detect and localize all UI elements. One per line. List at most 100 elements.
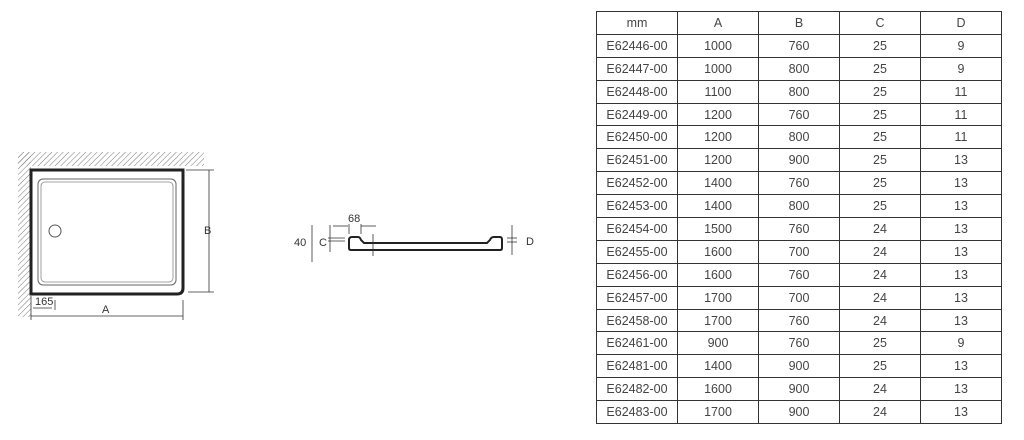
table-cell: 1500 xyxy=(677,217,759,241)
table-cell: B xyxy=(758,11,840,35)
table-cell: 1700 xyxy=(677,400,759,425)
label-165: 165 xyxy=(35,296,53,308)
table-cell: E62483-00 xyxy=(596,400,678,425)
dimension-b xyxy=(186,169,214,293)
wall-hatch-top xyxy=(18,152,204,166)
table-cell: C xyxy=(839,11,921,35)
dimension-a xyxy=(30,296,184,320)
table-cell: 1200 xyxy=(677,148,759,173)
table-cell: E62455-00 xyxy=(596,239,678,264)
table-cell: 25 xyxy=(839,56,921,81)
table-cell: E62446-00 xyxy=(596,33,678,58)
table-cell: 13 xyxy=(920,354,1002,379)
table-cell: E62452-00 xyxy=(596,171,678,196)
table-cell: 13 xyxy=(920,262,1002,287)
table-cell: 800 xyxy=(758,79,840,104)
table-cell: 800 xyxy=(758,194,840,219)
table-cell: 13 xyxy=(920,148,1002,173)
label-68: 68 xyxy=(348,213,360,225)
table-cell: E62456-00 xyxy=(596,262,678,287)
wall-hatch-left xyxy=(18,152,31,317)
table-cell: 13 xyxy=(920,308,1002,333)
table-cell: 1400 xyxy=(677,354,759,379)
table-cell: E62448-00 xyxy=(596,79,678,104)
table-cell: 25 xyxy=(839,79,921,104)
table-cell: 24 xyxy=(839,217,921,241)
table-cell: 700 xyxy=(758,239,840,264)
table-cell: E62449-00 xyxy=(596,102,678,127)
table-cell: 11 xyxy=(920,102,1002,127)
table-cell: E62481-00 xyxy=(596,354,678,379)
section-view: 40 C 68 D xyxy=(294,213,534,262)
table-cell: 1600 xyxy=(677,239,759,264)
table-cell: E62458-00 xyxy=(596,308,678,333)
table-cell: 900 xyxy=(758,148,840,173)
table-cell: E62457-00 xyxy=(596,285,678,310)
tray-outline xyxy=(29,168,185,296)
table-cell: 25 xyxy=(839,33,921,58)
table-cell: 9 xyxy=(920,33,1002,58)
table-cell: 25 xyxy=(839,125,921,150)
table-cell: 760 xyxy=(758,33,840,58)
table-cell: 25 xyxy=(839,354,921,379)
drain-icon xyxy=(48,224,62,238)
table-cell: 24 xyxy=(839,239,921,264)
table-cell: 1600 xyxy=(677,377,759,402)
table-cell: 800 xyxy=(758,56,840,81)
table-cell: 1700 xyxy=(677,308,759,333)
table-cell: 1000 xyxy=(677,33,759,58)
plan-view: B A 165 xyxy=(18,152,214,320)
table-cell: 25 xyxy=(839,171,921,196)
table-cell: E62447-00 xyxy=(596,56,678,81)
table-cell: 760 xyxy=(758,331,840,356)
table-cell: A xyxy=(677,11,759,35)
table-cell: 9 xyxy=(920,56,1002,81)
table-cell: E62461-00 xyxy=(596,331,678,356)
table-cell: E62451-00 xyxy=(596,148,678,173)
table-cell: 24 xyxy=(839,262,921,287)
table-cell: 25 xyxy=(839,331,921,356)
table-cell: 900 xyxy=(758,354,840,379)
table-cell: 760 xyxy=(758,171,840,196)
table-cell: 13 xyxy=(920,171,1002,196)
table-cell: 900 xyxy=(758,400,840,425)
label-40: 40 xyxy=(294,237,306,249)
table-cell: 25 xyxy=(839,194,921,219)
table-cell: 13 xyxy=(920,400,1002,425)
table-cell: 1200 xyxy=(677,125,759,150)
table-cell: 1100 xyxy=(677,79,759,104)
table-cell: 900 xyxy=(758,377,840,402)
label-c: C xyxy=(319,237,327,249)
table-cell: 24 xyxy=(839,400,921,425)
table-cell: E62482-00 xyxy=(596,377,678,402)
table-cell: 24 xyxy=(839,285,921,310)
table-cell: 760 xyxy=(758,262,840,287)
table-cell: 800 xyxy=(758,125,840,150)
table-cell: E62454-00 xyxy=(596,217,678,241)
table-cell: 9 xyxy=(920,331,1002,356)
table-cell: 1700 xyxy=(677,285,759,310)
table-cell: 25 xyxy=(839,102,921,127)
table-cell: 24 xyxy=(839,377,921,402)
tray-section xyxy=(348,236,503,251)
table-cell: 1400 xyxy=(677,194,759,219)
table-cell: 13 xyxy=(920,239,1002,264)
table-cell: 1000 xyxy=(677,56,759,81)
label-a: A xyxy=(102,304,110,316)
table-cell: mm xyxy=(596,11,678,35)
